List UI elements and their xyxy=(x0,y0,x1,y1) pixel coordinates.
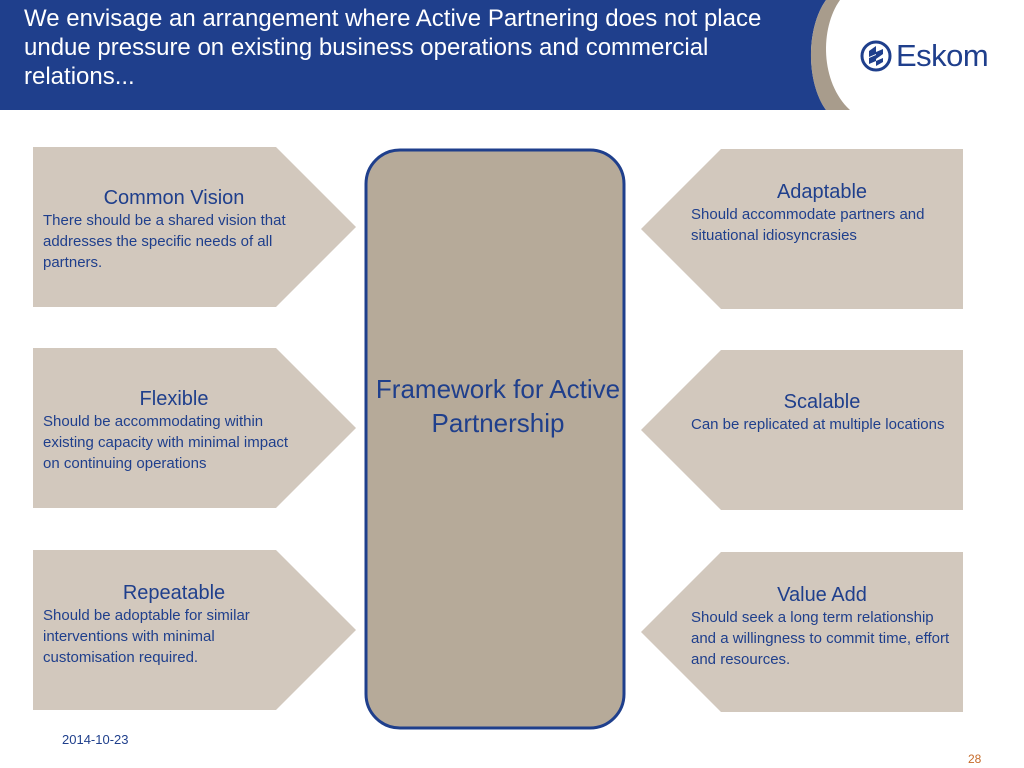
value-add-box: Value Add Should seek a long term relati… xyxy=(691,583,953,670)
flexible-box: Flexible Should be accommodating within … xyxy=(43,387,305,474)
footer-date: 2014-10-23 xyxy=(62,732,129,747)
common-vision-shape xyxy=(33,147,356,307)
adaptable-heading: Adaptable xyxy=(776,181,868,203)
eskom-logo: Eskom xyxy=(860,36,1000,76)
scalable-text: Can be replicated at multiple locations xyxy=(691,416,945,433)
slide-title: We envisage an arrangement where Active … xyxy=(24,5,762,90)
adaptable-text: Should accommodate partners and situatio… xyxy=(691,206,925,244)
value-add-heading: Value Add xyxy=(777,584,867,606)
flexible-shape xyxy=(33,348,356,508)
flexible-heading: Flexible xyxy=(139,388,209,410)
flexible-text: Should be accommodating within existing … xyxy=(43,413,289,472)
value-add-text: Should seek a long term relationship and… xyxy=(691,609,950,668)
repeatable-text: Should be adoptable for similar interven… xyxy=(43,607,250,666)
framework-label: Framework for Active Partnership xyxy=(375,374,621,438)
common-vision-heading: Common Vision xyxy=(103,187,245,209)
scalable-shape xyxy=(641,350,963,510)
page-number: 28 xyxy=(968,752,982,766)
common-vision-text: There should be a shared vision that add… xyxy=(43,212,286,271)
header-band: We envisage an arrangement where Active … xyxy=(0,0,1024,110)
value-add-shape xyxy=(641,552,963,712)
eskom-logo-icon xyxy=(860,40,892,72)
framework-center-shape xyxy=(364,148,626,730)
eskom-logo-text: Eskom xyxy=(896,38,989,73)
adaptable-shape xyxy=(641,149,963,309)
scalable-box: Scalable Can be replicated at multiple l… xyxy=(691,390,953,435)
header-background xyxy=(0,0,1024,110)
common-vision-box: Common Vision There should be a shared v… xyxy=(43,186,305,273)
repeatable-shape xyxy=(33,550,356,710)
repeatable-box: Repeatable Should be adoptable for simil… xyxy=(43,581,305,668)
adaptable-box: Adaptable Should accommodate partners an… xyxy=(691,180,953,246)
scalable-heading: Scalable xyxy=(783,391,861,413)
repeatable-heading: Repeatable xyxy=(122,582,226,604)
